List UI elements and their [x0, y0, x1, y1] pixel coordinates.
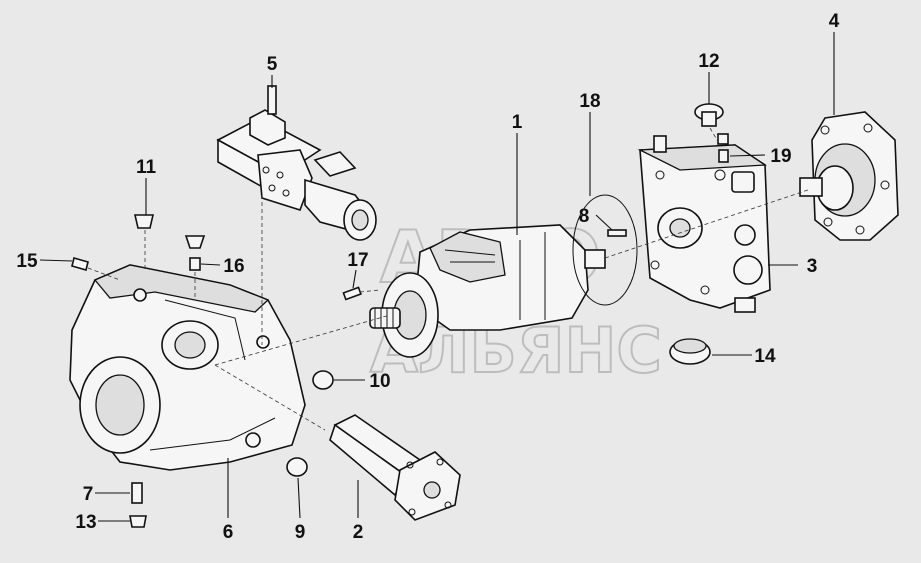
callout-14: 14 — [754, 346, 776, 367]
callout-16: 16 — [223, 256, 244, 277]
part-4-cover-flange — [799, 111, 899, 241]
part-16-plug-head — [184, 235, 206, 249]
part-3-valve-block — [637, 135, 771, 313]
part-13-plug — [129, 515, 147, 528]
callout-11: 11 — [136, 157, 157, 178]
callout-3: 3 — [807, 256, 818, 277]
part-11-plug — [133, 214, 155, 229]
part-19-fitting-2 — [718, 149, 729, 163]
small-parts — [71, 103, 729, 528]
part-5-solenoid-valve — [216, 85, 377, 241]
assembly-lines — [87, 127, 809, 431]
part-12-thread — [701, 111, 717, 127]
callout-18: 18 — [579, 91, 600, 112]
callout-6: 6 — [223, 522, 234, 543]
part-16-fitting — [189, 257, 201, 271]
part-19-fitting — [717, 133, 729, 145]
part-9-plug — [286, 457, 308, 477]
callout-17: 17 — [347, 250, 368, 271]
callout-15: 15 — [16, 251, 38, 272]
part-10-plug — [312, 370, 334, 390]
callout-2: 2 — [353, 522, 364, 543]
callout-4: 4 — [829, 11, 840, 32]
callout-10: 10 — [369, 371, 390, 392]
callout-5: 5 — [267, 54, 278, 75]
part-2-filter — [329, 414, 461, 521]
callout-13: 13 — [75, 512, 96, 533]
callout-1: 1 — [512, 112, 523, 133]
part-17-pin — [342, 286, 362, 301]
callout-19: 19 — [770, 146, 791, 167]
callouts: 1 2 3 4 5 6 7 8 9 10 11 12 13 14 15 16 1… — [16, 11, 839, 543]
leader-lines — [39, 32, 835, 522]
part-1-pump — [369, 224, 606, 358]
part-6-housing — [69, 264, 306, 471]
part-15-screw — [71, 257, 89, 271]
part-14-top — [673, 338, 707, 354]
part-8-pin — [607, 229, 627, 237]
callout-8: 8 — [579, 206, 590, 227]
callout-7: 7 — [83, 484, 94, 505]
part-18-gasket — [572, 194, 638, 306]
callout-9: 9 — [295, 522, 306, 543]
callout-12: 12 — [698, 51, 719, 72]
part-7-sleeve — [131, 482, 143, 504]
